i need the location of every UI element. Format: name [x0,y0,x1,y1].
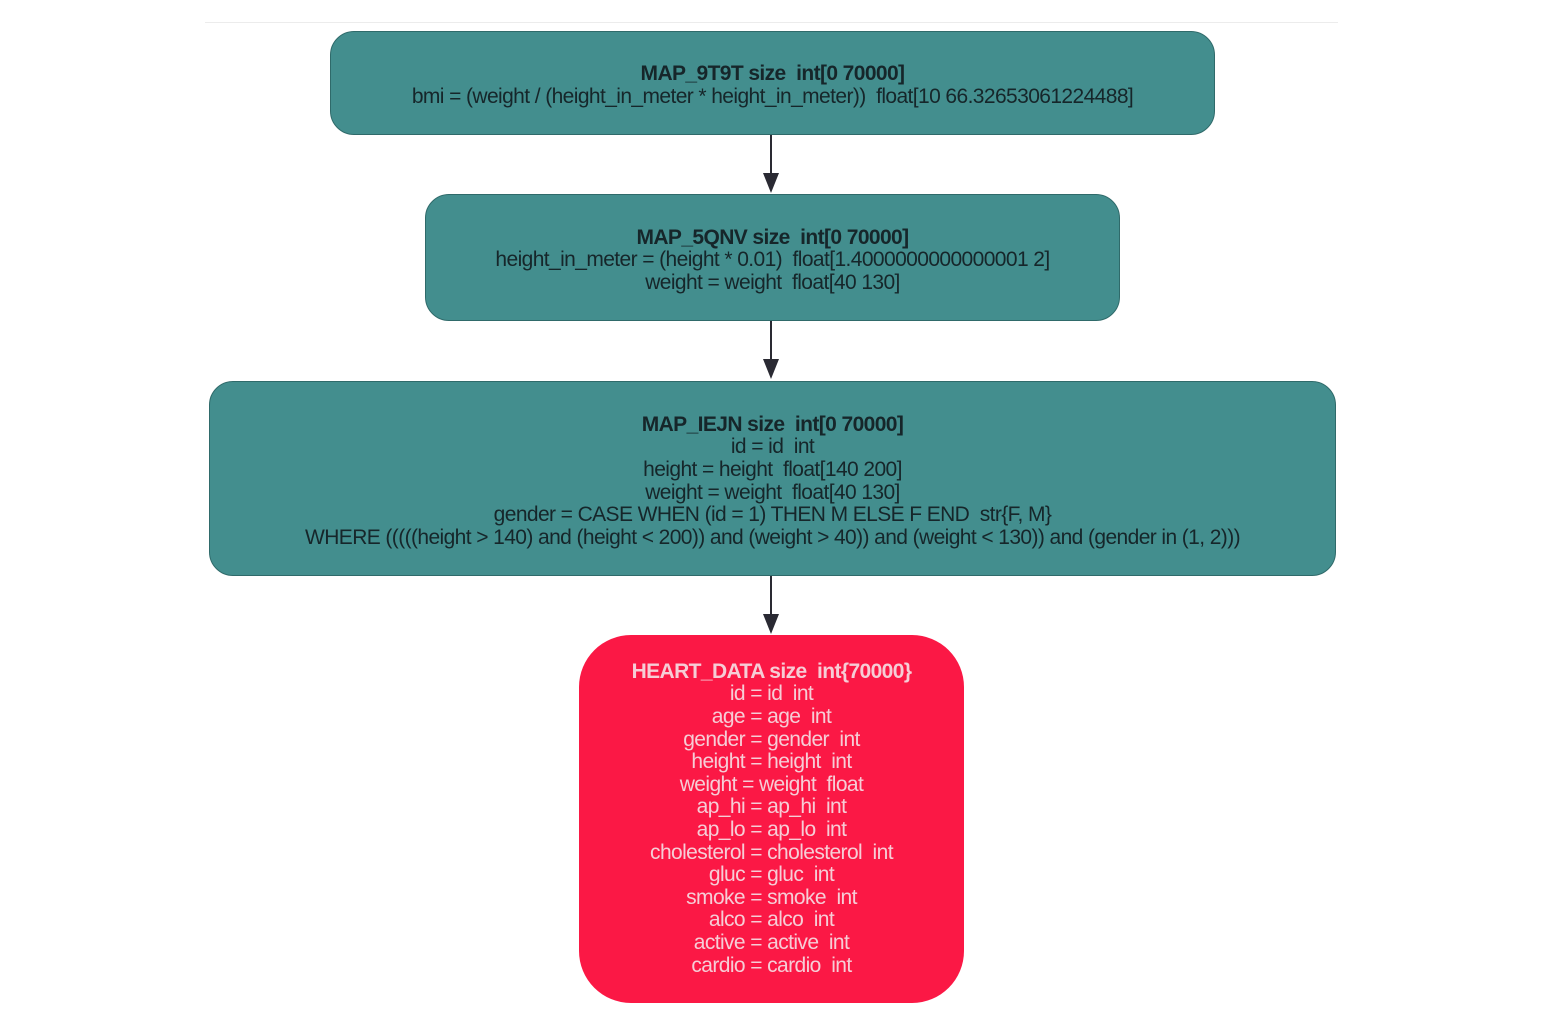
arrowhead-icon [763,173,779,193]
node-title: MAP_5QNV size int[0 70000] [636,225,909,249]
edge-3 [770,576,772,616]
arrowhead-icon [763,614,779,634]
node-field: smoke = smoke int [686,885,857,909]
node-field: cardio = cardio int [691,953,852,977]
node-map-5qnv[interactable]: MAP_5QNV size int[0 70000]height_in_mete… [425,194,1120,321]
node-field: cholesterol = cholesterol int [650,840,893,864]
node-field: weight = weight float [679,772,864,796]
node-field: ap_lo = ap_lo int [696,818,847,841]
node-field: gender = CASE WHEN (id = 1) THEN M ELSE … [493,503,1052,527]
node-field: gluc = gluc int [708,863,835,887]
node-field: age = age int [711,705,832,729]
node-title: HEART_DATA size int{70000} [631,659,912,683]
node-field: alco = alco int [708,908,835,932]
node-field: ap_hi = ap_hi int [696,795,847,819]
node-field: height = height float[140 200] [643,457,902,481]
edge-1 [770,135,772,175]
node-title: MAP_9T9T size int[0 70000] [640,62,906,86]
node-field: height = height int [691,750,852,774]
node-field: height_in_meter = (height * 0.01) float[… [495,248,1050,272]
node-field: gender = gender int [683,727,860,751]
edge-2 [770,321,772,361]
node-map-9t9t[interactable]: MAP_9T9T size int[0 70000]bmi = (weight … [330,31,1215,135]
node-field: active = active int [693,930,850,954]
node-field: bmi = (weight / (height_in_meter * heigh… [411,85,1134,108]
node-title: MAP_IEJN size int[0 70000] [641,412,904,436]
node-field: id = id int [730,435,815,459]
top-divider [205,22,1338,23]
node-field: weight = weight float[40 130] [645,270,900,294]
node-field: weight = weight float[40 130] [645,480,900,504]
arrowhead-icon [763,359,779,379]
node-field: id = id int [729,682,814,706]
node-field: WHERE (((((height > 140) and (height < 2… [305,525,1241,549]
